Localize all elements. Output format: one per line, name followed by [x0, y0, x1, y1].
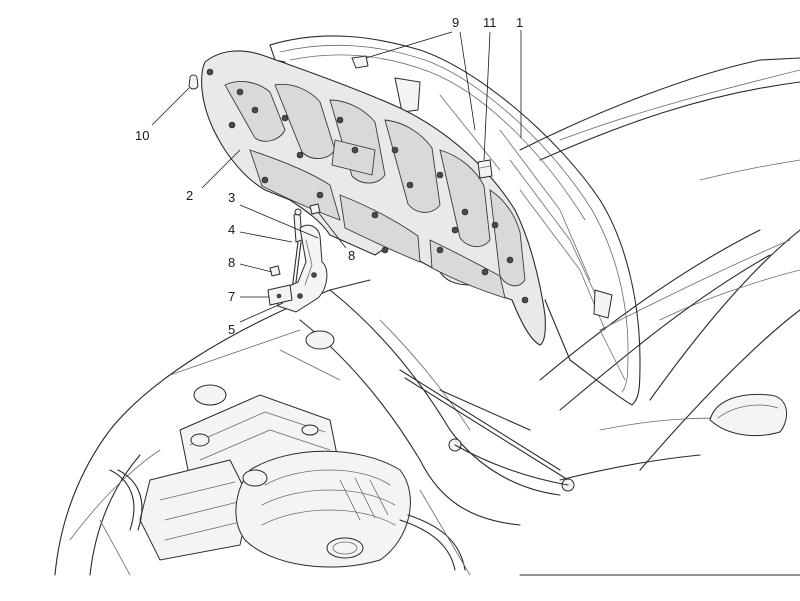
hinge-screws: [269, 203, 321, 277]
callout-10: 10: [135, 128, 149, 143]
side-mirror: [709, 393, 788, 437]
callout-8-right: 8: [348, 248, 355, 263]
callout-8-left: 8: [228, 255, 235, 270]
hood-latch-striker: [477, 159, 493, 179]
hood-fastener-clip: [188, 74, 199, 90]
leader-lines: [151, 30, 522, 323]
callout-2: 2: [186, 188, 193, 203]
callout-labels: 1 2 3 4 5 7 8 8 9 10 11: [135, 15, 523, 337]
callout-4: 4: [228, 222, 235, 237]
callout-5: 5: [228, 322, 235, 337]
callout-7: 7: [228, 289, 235, 304]
car-body-outline: [519, 57, 800, 576]
hinge-bracket: [267, 284, 293, 306]
hood-seal: [351, 55, 369, 69]
callout-3: 3: [228, 190, 235, 205]
hood-insulation-pad: [201, 50, 546, 346]
engine-bay: [54, 279, 575, 576]
callout-9: 9: [452, 15, 459, 30]
callout-11: 11: [483, 15, 497, 30]
callout-1: 1: [516, 15, 523, 30]
windshield: [539, 229, 791, 411]
